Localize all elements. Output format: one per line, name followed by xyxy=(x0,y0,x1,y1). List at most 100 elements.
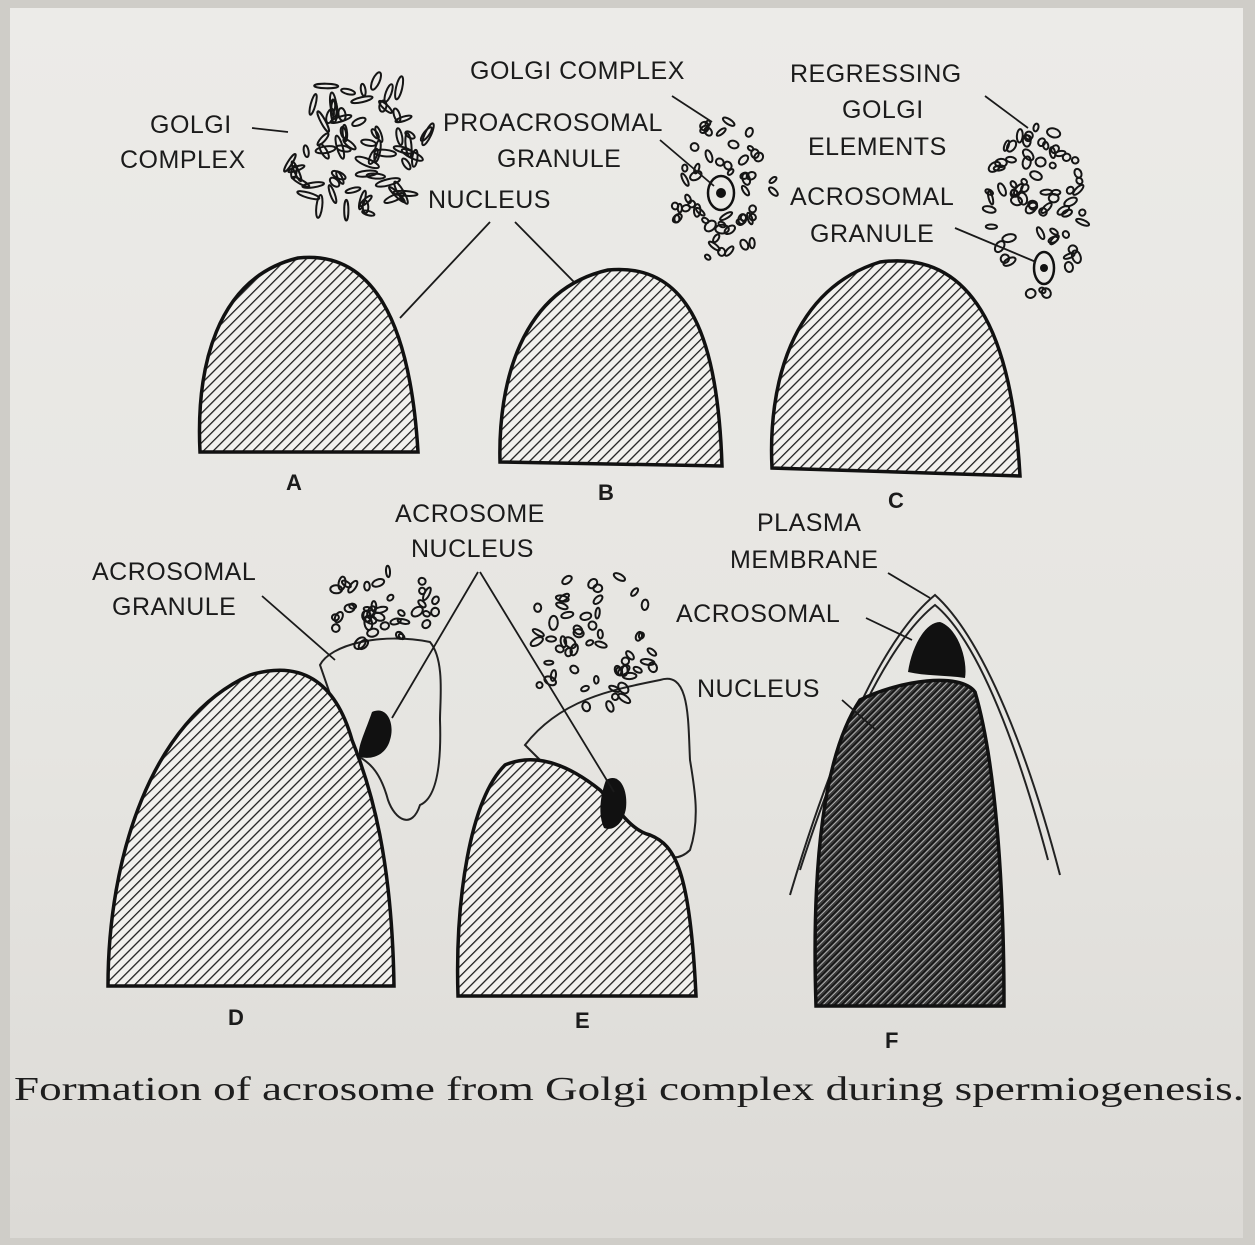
golgi-vesicle xyxy=(534,603,541,612)
golgi-vesicle xyxy=(410,605,425,619)
letter-e: E xyxy=(575,1008,590,1033)
label-regressing-2: GOLGI xyxy=(842,96,924,124)
golgi-vesicle xyxy=(617,692,632,705)
panel-f xyxy=(790,595,1060,1006)
golgi-vesicle xyxy=(982,205,996,214)
golgi-vesicle xyxy=(719,211,733,222)
golgi-vesicle xyxy=(303,145,310,157)
golgi-vesicle xyxy=(401,157,413,170)
golgi-vesicle xyxy=(417,576,427,586)
golgi-vesicle xyxy=(587,620,598,631)
golgi-vesicle xyxy=(625,650,636,661)
golgi-vesicle xyxy=(393,76,404,100)
golgi-vesicle xyxy=(364,582,370,591)
golgi-vesicle xyxy=(395,114,412,123)
golgi-vesicle xyxy=(1070,249,1082,264)
label-nucleus-de: NUCLEUS xyxy=(411,535,534,563)
golgi-vesicle xyxy=(716,127,727,137)
golgi-vesicle xyxy=(555,601,568,610)
golgi-vesicle xyxy=(351,116,367,128)
golgi-vesicle xyxy=(431,595,440,605)
golgi-vesicle xyxy=(741,185,751,197)
golgi-vesicle xyxy=(345,186,361,194)
golgi-vesicle xyxy=(728,139,740,149)
golgi-vesicles-e xyxy=(529,571,658,712)
golgi-vesicle xyxy=(1078,208,1087,217)
golgi-vesicle xyxy=(680,173,690,187)
golgi-vesicle xyxy=(386,594,394,602)
golgi-vesicle xyxy=(594,676,599,684)
golgi-complex-a xyxy=(283,71,436,221)
label-acrosomal-c-1: ACROSOMAL xyxy=(790,183,954,211)
label-plasma-2: MEMBRANE xyxy=(730,546,878,574)
golgi-vesicle xyxy=(722,116,736,127)
golgi-vesicle xyxy=(546,636,556,641)
golgi-vesicle xyxy=(397,609,406,617)
label-golgi-a-1: GOLGI xyxy=(150,111,232,139)
golgi-vesicle xyxy=(383,83,395,102)
golgi-vesicle xyxy=(297,190,320,201)
golgi-vesicle xyxy=(1010,195,1023,206)
letter-f: F xyxy=(885,1028,898,1053)
golgi-vesicle xyxy=(362,209,375,216)
golgi-vesicle xyxy=(595,607,600,618)
label-acrosomal-d-2: GRANULE xyxy=(112,593,236,621)
golgi-vesicle xyxy=(1075,217,1090,227)
golgi-vesicle xyxy=(569,664,580,675)
golgi-vesicle xyxy=(1071,156,1080,165)
golgi-vesicle xyxy=(996,182,1007,197)
golgi-vesicle xyxy=(682,164,688,171)
label-acrosomal-c-2: GRANULE xyxy=(810,220,934,248)
label-nucleus-top: NUCLEUS xyxy=(428,186,551,214)
golgi-vesicle xyxy=(1061,230,1070,239)
golgi-vesicle xyxy=(630,587,640,597)
golgi-vesicle xyxy=(344,200,348,221)
golgi-vesicle xyxy=(544,661,553,665)
label-acrosome: ACROSOME xyxy=(395,500,545,528)
nucleus-e xyxy=(458,760,696,996)
label-nucleus-f: NUCLEUS xyxy=(697,675,820,703)
golgi-vesicle xyxy=(747,145,754,152)
golgi-vesicle xyxy=(592,594,604,606)
golgi-vesicle xyxy=(641,599,649,610)
letter-a: A xyxy=(286,470,302,495)
label-proacrosomal-1: PROACROSOMAL xyxy=(443,109,663,137)
golgi-vesicle xyxy=(535,681,543,689)
golgi-vesicle xyxy=(768,176,777,184)
golgi-vesicle xyxy=(605,700,615,713)
golgi-vesicle xyxy=(369,71,383,91)
golgi-vesicle xyxy=(613,571,627,582)
golgi-vesicle xyxy=(561,574,573,586)
label-acrosomal-d-1: ACROSOMAL xyxy=(92,558,256,586)
golgi-vesicle xyxy=(597,630,603,639)
golgi-vesicle xyxy=(999,253,1011,265)
golgi-vesicle xyxy=(704,254,711,261)
golgi-vesicle xyxy=(704,149,714,163)
acrosomal-granule-d xyxy=(359,711,392,758)
golgi-vesicle xyxy=(701,217,709,225)
panel-a xyxy=(200,71,436,452)
golgi-vesicle xyxy=(418,587,427,596)
golgi-vesicle xyxy=(386,566,391,578)
label-regressing-3: ELEMENTS xyxy=(808,133,947,161)
golgi-vesicle xyxy=(351,95,373,105)
golgi-vesicle xyxy=(684,194,692,204)
golgi-vesicle xyxy=(361,139,377,148)
golgi-vesicle xyxy=(314,83,338,88)
golgi-vesicle xyxy=(585,639,594,646)
golgi-vesicle xyxy=(529,635,544,648)
golgi-vesicle xyxy=(1002,233,1017,243)
golgi-vesicle xyxy=(341,88,356,96)
golgi-vesicle xyxy=(1035,157,1045,167)
golgi-vesicle xyxy=(549,616,558,630)
golgi-vesicle xyxy=(1061,152,1071,162)
golgi-vesicle xyxy=(380,622,390,631)
golgi-vesicle xyxy=(768,186,780,197)
label-regressing-1: REGRESSING xyxy=(790,60,962,88)
golgi-vesicle xyxy=(1025,288,1037,299)
letter-c: C xyxy=(888,488,904,513)
golgi-vesicle xyxy=(316,110,331,133)
golgi-vesicle xyxy=(581,701,591,712)
golgi-vesicle xyxy=(646,647,657,657)
nucleus-b xyxy=(500,269,722,466)
